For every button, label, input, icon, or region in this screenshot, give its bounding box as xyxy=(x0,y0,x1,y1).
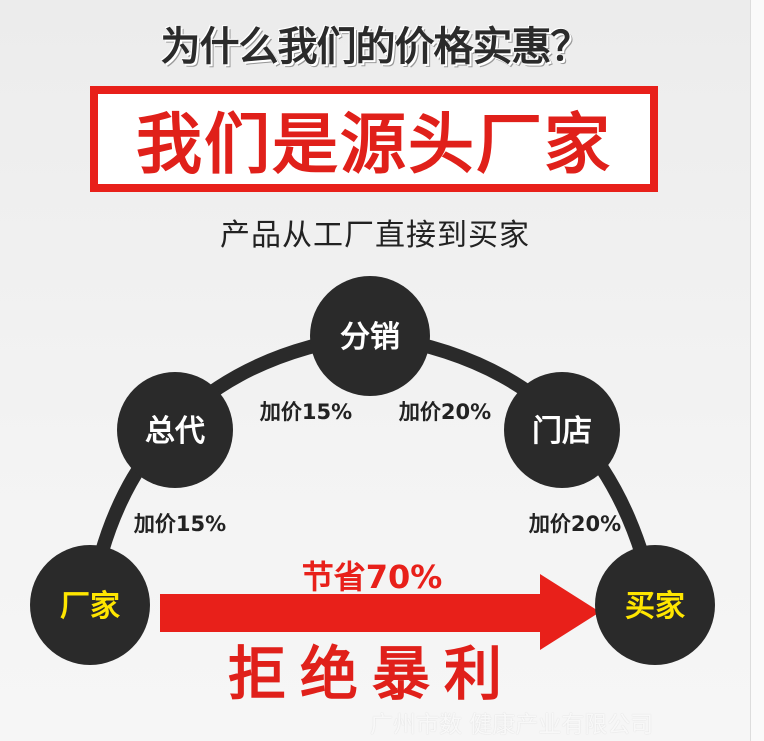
markup-label: 加价15% xyxy=(133,512,226,536)
markup-label: 加价20% xyxy=(528,512,621,536)
node-label: 厂家 xyxy=(60,589,120,624)
right-edge-strip xyxy=(750,0,764,741)
node-distributor: 分销 xyxy=(310,276,430,396)
node-label: 门店 xyxy=(532,414,592,449)
watermark: 广州市数 健康产业有限公司 xyxy=(370,712,654,738)
savings-label: 节省70% xyxy=(302,558,443,596)
page-title: 为什么我们的价格实惠？ xyxy=(160,24,591,70)
markup-label: 加价20% xyxy=(398,400,491,424)
headline: 我们是源头厂家 xyxy=(136,106,612,183)
subtitle: 产品从工厂直接到买家 xyxy=(220,218,530,253)
markup-label: 加价15% xyxy=(259,400,352,424)
node-factory: 厂家 xyxy=(30,545,150,665)
node-label: 分销 xyxy=(340,320,400,355)
node-buyer: 买家 xyxy=(595,545,715,665)
node-general-agent: 总代 xyxy=(117,372,233,488)
savings-arrow xyxy=(160,574,600,650)
node-label: 总代 xyxy=(145,414,205,449)
slogan: 拒绝暴利 xyxy=(228,640,516,708)
node-store: 门店 xyxy=(504,372,620,488)
headline-box: 我们是源头厂家 xyxy=(90,86,658,192)
node-label: 买家 xyxy=(625,589,685,624)
